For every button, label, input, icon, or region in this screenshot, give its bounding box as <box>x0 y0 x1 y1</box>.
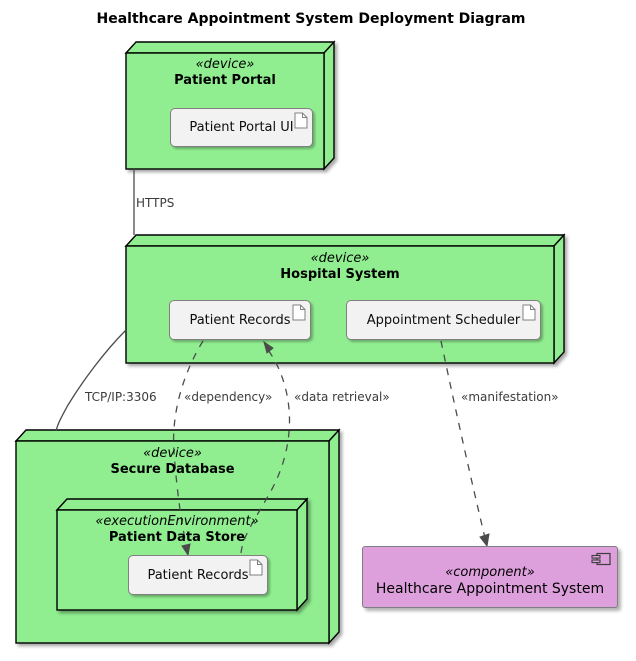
component-patient-records-db: Patient Records <box>128 555 268 595</box>
manifestation-arrowhead <box>479 533 490 548</box>
data-retrieval-arrowhead <box>263 340 274 354</box>
patient-data-store-header: «executionEnvironment» Patient Data Stor… <box>57 514 297 545</box>
data-retrieval-arrow-line <box>240 346 291 554</box>
document-icon <box>294 112 308 129</box>
component-patient-portal-ui-label: Patient Portal UI <box>189 120 294 135</box>
patient-portal-name: Patient Portal <box>174 73 276 88</box>
secure-database-node-top-face <box>14 429 341 442</box>
document-icon <box>292 304 306 321</box>
patient-data-store-node-top-face <box>55 498 309 511</box>
patient-portal-node-top-face <box>124 41 336 54</box>
hospital-system-node-side-face <box>553 233 565 365</box>
edge-label-https: HTTPS <box>136 196 175 210</box>
component-appointment-scheduler-label: Appointment Scheduler <box>366 312 521 328</box>
tcp-link-line <box>55 329 127 432</box>
component-patient-records-db-label: Patient Records <box>147 567 249 583</box>
edge-label-manifestation: «manifestation» <box>461 390 559 404</box>
hospital-system-header: «device» Hospital System <box>126 251 554 282</box>
hospital-system-node-top-face <box>124 234 566 247</box>
patient-portal-stereotype: «device» <box>195 57 255 72</box>
artifact-stereotype: «component» <box>445 564 535 580</box>
dependency-arrowhead <box>181 543 191 557</box>
secure-database-node-side-face <box>328 428 340 645</box>
manifestation-arrow-line <box>440 340 486 539</box>
patient-data-store-name: Patient Data Store <box>108 530 246 545</box>
hospital-system-stereotype: «device» <box>310 251 370 266</box>
edge-label-data-retrieval: «data retrieval» <box>294 390 390 404</box>
component-appointment-scheduler: Appointment Scheduler <box>346 300 541 340</box>
component-patient-records-hospital-label: Patient Records <box>189 312 291 328</box>
patient-data-store-stereotype: «executionEnvironment» <box>95 514 259 529</box>
dependency-arrow-line <box>172 340 204 550</box>
patient-portal-node-side-face <box>323 40 335 171</box>
artifact-healthcare-appointment-system: «component» Healthcare Appointment Syste… <box>362 546 618 608</box>
secure-database-header: «device» Secure Database <box>16 446 329 477</box>
edge-label-tcp: TCP/IP:3306 <box>85 390 157 404</box>
artifact-name: Healthcare Appointment System <box>375 580 605 597</box>
secure-database-stereotype: «device» <box>143 446 202 461</box>
hospital-system-name: Hospital System <box>280 267 400 282</box>
diagram-title: Healthcare Appointment System Deployment… <box>96 11 526 27</box>
patient-data-store-node-side-face <box>296 497 308 612</box>
patient-portal-header: «device» Patient Portal <box>126 57 324 88</box>
document-icon <box>249 559 263 576</box>
edge-label-dependency: «dependency» <box>184 390 273 404</box>
component-icon <box>591 552 611 566</box>
component-patient-portal-ui: Patient Portal UI <box>170 108 313 147</box>
component-patient-records-hospital: Patient Records <box>169 300 311 340</box>
document-icon <box>522 304 536 321</box>
secure-database-name: Secure Database <box>110 462 235 477</box>
